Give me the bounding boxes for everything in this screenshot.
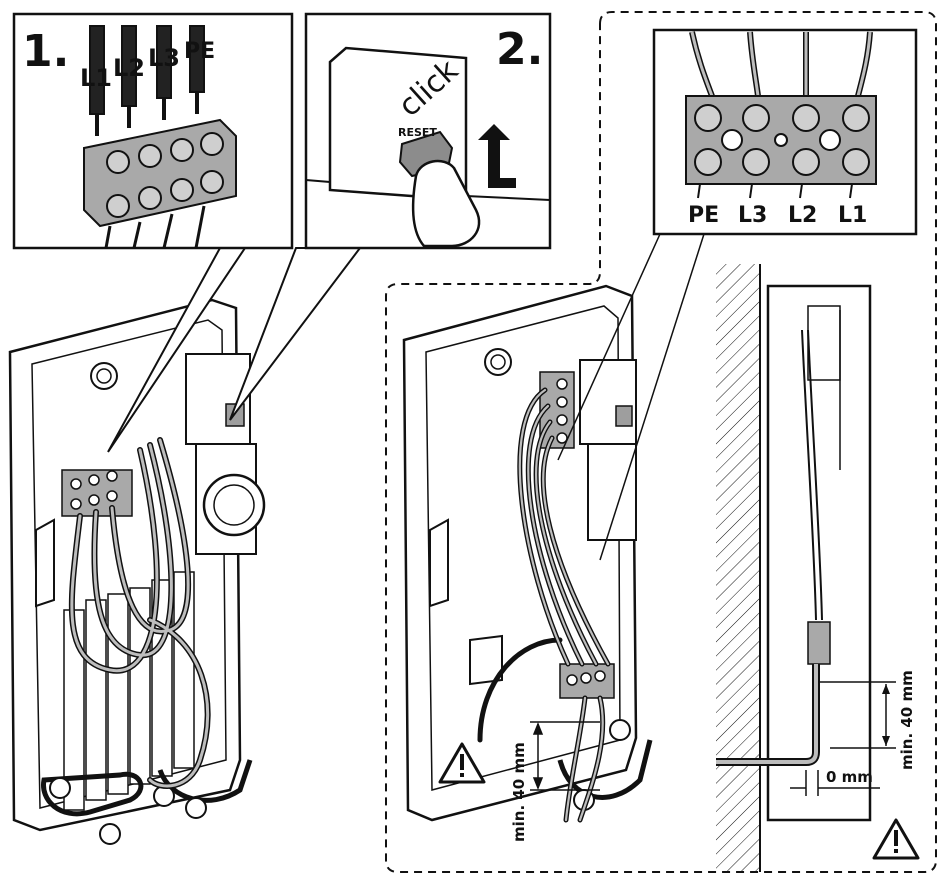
inset-terminal-block: PE L3 L2 L1: [652, 28, 918, 236]
dimension-offset-label: 0 mm: [826, 768, 873, 786]
dashed-group-border: [385, 11, 937, 873]
step-1-number: 1.: [22, 26, 69, 77]
reset-label: RESET: [398, 126, 437, 139]
terminal-label-l2: L2: [788, 203, 817, 228]
warning-triangle-icon: [438, 742, 486, 784]
appliance-left: [8, 298, 266, 845]
callout-lines-right: [557, 233, 705, 561]
appliance-middle-terminal-block: [559, 663, 615, 699]
wire-label-l1: L1: [80, 64, 112, 92]
warning-triangle-icon-right: [872, 818, 920, 860]
wire-label-l3: L3: [148, 44, 180, 72]
step-2-number: 2.: [496, 24, 543, 75]
inset-step-2: click RESET 2.: [304, 12, 552, 250]
appliance-left-terminal-block: [61, 469, 133, 517]
inset-step-1: 1. L1 L2 L3 PE: [12, 12, 294, 250]
side-view: [716, 264, 896, 872]
terminal-label-l1: L1: [838, 203, 867, 228]
terminal-label-l3: L3: [738, 203, 767, 228]
terminal-label-pe: PE: [688, 203, 719, 228]
dimension-left: [530, 721, 600, 791]
wire-label-l2: L2: [113, 54, 145, 82]
dimension-right-label: min. 40 mm: [898, 670, 916, 770]
appliance-middle: [402, 284, 653, 822]
wire-label-pe: PE: [184, 39, 215, 64]
dimension-left-label: min. 40 mm: [510, 742, 528, 842]
